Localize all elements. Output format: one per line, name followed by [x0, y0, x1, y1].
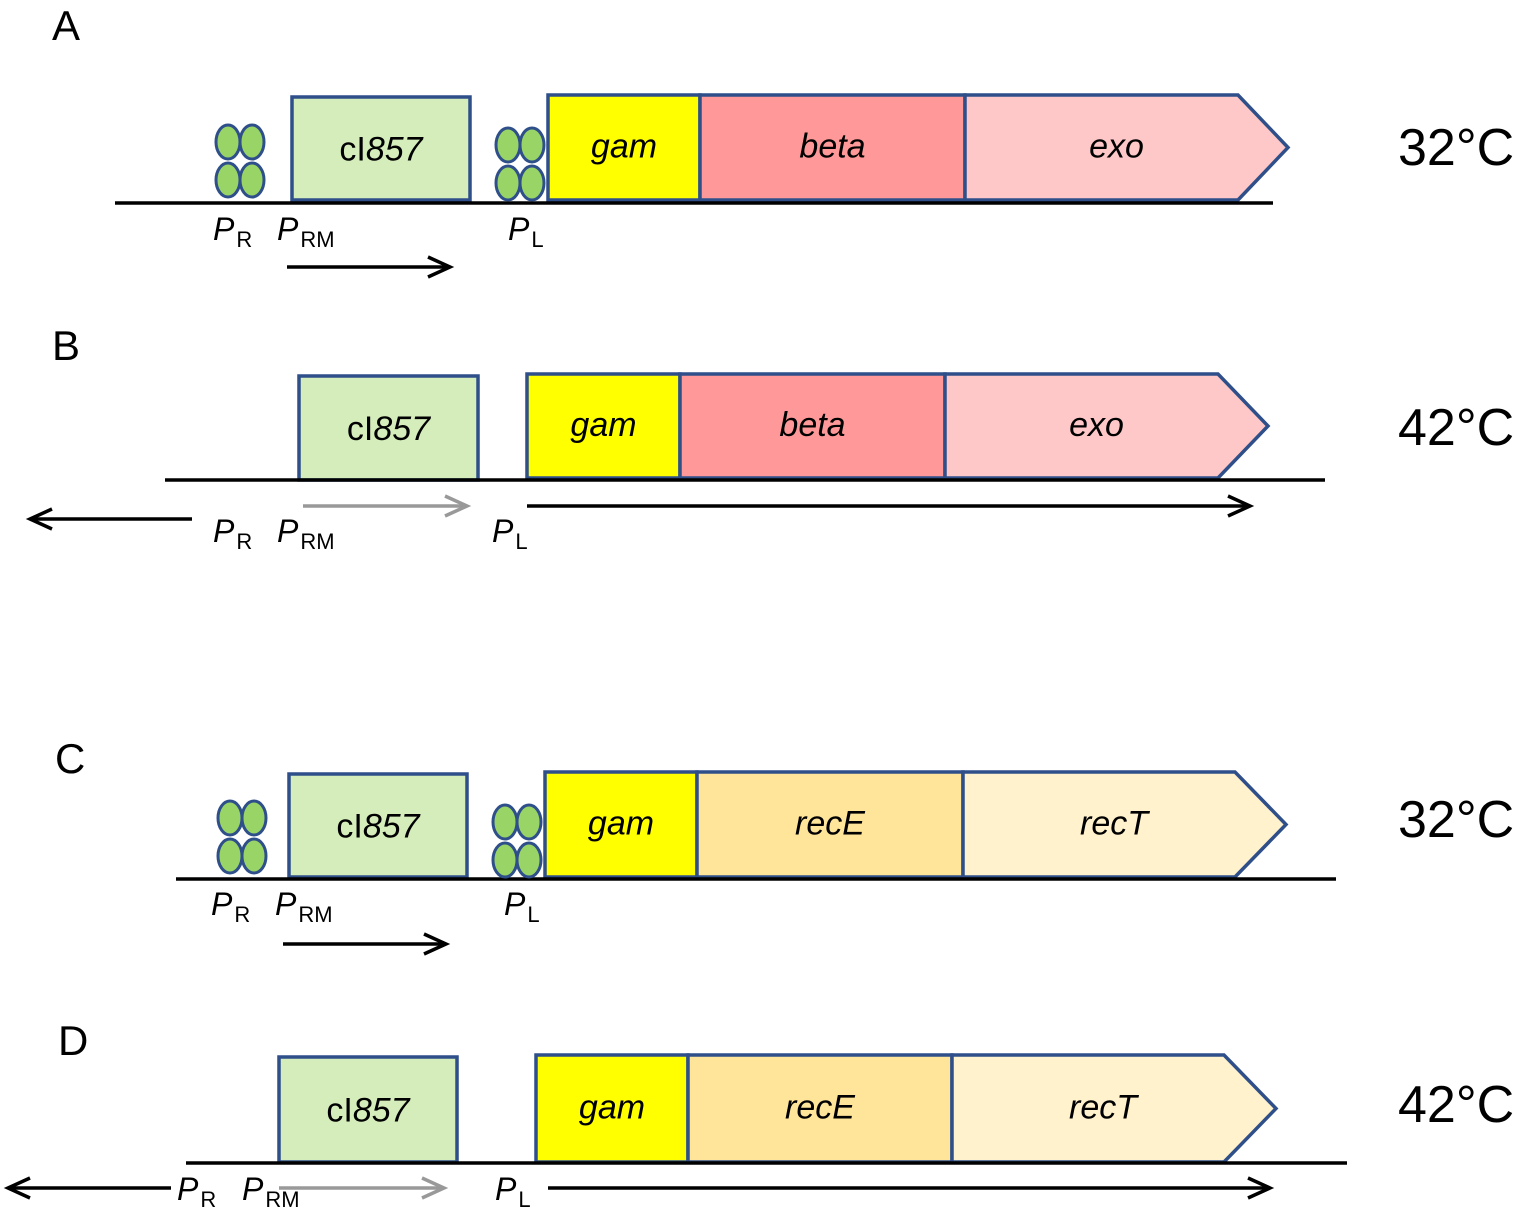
recE-gene-label: recE [785, 1089, 855, 1127]
arrowhead [1247, 1176, 1275, 1200]
panel-label: C [55, 735, 85, 782]
exo-gene-label: exo [1089, 128, 1144, 166]
gam-gene-label: gam [588, 805, 654, 843]
exo-gene-arrow [943, 372, 1271, 480]
repressor-subunit [216, 799, 244, 837]
recE-gene-box [695, 770, 965, 879]
panel-label: D [58, 1017, 88, 1064]
gam-gene-box [534, 1053, 690, 1164]
gam-gene-box [543, 770, 699, 879]
promoter-pl-label: PL [504, 886, 540, 927]
temperature-label: 32°C [1398, 791, 1514, 849]
promoter-prm-label: PRM [275, 886, 333, 927]
arrowhead [423, 932, 451, 956]
repressor-subunit [240, 799, 268, 837]
repressor-subunit [214, 123, 242, 161]
recT-gene-arrow [950, 1053, 1279, 1164]
ci-repressor-tetramer-icon [214, 123, 266, 199]
arrowhead [421, 1176, 449, 1200]
gam-gene-box [546, 93, 702, 202]
repressor-subunit [494, 164, 522, 202]
repressor-subunit [515, 803, 543, 841]
repressor-subunit [216, 837, 244, 875]
repressor-subunit [214, 161, 242, 199]
gam-gene-label: gam [570, 406, 636, 444]
arrowhead [444, 494, 472, 518]
gam-gene-label: gam [579, 1089, 645, 1127]
recE-gene-box [686, 1053, 954, 1164]
arrowhead [25, 507, 53, 531]
ci857-gene-label: cI857 [339, 131, 423, 169]
promoter-prm-label: PRM [242, 1171, 300, 1212]
panel-label: A [52, 2, 80, 49]
recT-gene-label: recT [1080, 805, 1150, 843]
ci857-gene-label: cI857 [347, 410, 431, 448]
repressor-subunit [238, 161, 266, 199]
arrowhead [1227, 494, 1255, 518]
repressor-subunit [494, 126, 522, 164]
ci-repressor-tetramer-icon [216, 799, 268, 875]
repressor-subunit [240, 837, 268, 875]
promoter-pr-label: PR [211, 886, 250, 927]
beta-gene-box [678, 372, 947, 480]
ci857-gene-label: cI857 [336, 808, 420, 846]
gam-gene-label: gam [591, 128, 657, 166]
beta-gene-box [698, 93, 967, 202]
ci857-gene-label: cI857 [326, 1092, 410, 1130]
temperature-label: 42°C [1398, 399, 1514, 457]
ci857-gene-box [290, 95, 472, 202]
gam-gene-box [525, 372, 682, 480]
repressor-subunit [491, 803, 519, 841]
promoter-pr-label: PR [213, 513, 252, 554]
promoter-pl-label: PL [508, 211, 544, 252]
promoter-pl-label: PL [492, 513, 528, 554]
promoter-pl-label: PL [495, 1171, 531, 1212]
recE-gene-label: recE [795, 805, 865, 843]
promoter-prm-label: PRM [277, 513, 335, 554]
exo-gene-label: exo [1069, 406, 1124, 444]
repressor-subunit [518, 164, 546, 202]
recT-gene-label: recT [1069, 1089, 1139, 1127]
recT-gene-arrow [961, 770, 1289, 879]
exo-gene-arrow [963, 93, 1291, 202]
temperature-label: 42°C [1398, 1076, 1514, 1134]
ci-repressor-tetramer-icon [494, 126, 546, 202]
repressor-subunit [238, 123, 266, 161]
repressor-subunit [518, 126, 546, 164]
ci857-gene-box [287, 772, 469, 879]
panel-d: D 42°C cI857 gam recE recT PR PRM PL [3, 1017, 1514, 1212]
arrowhead [3, 1176, 31, 1200]
repressor-subunit [515, 841, 543, 879]
promoter-pr-label: PR [177, 1171, 216, 1212]
arrowhead [427, 255, 455, 279]
beta-gene-label: beta [799, 128, 865, 166]
promoter-pr-label: PR [213, 211, 252, 252]
repressor-subunit [491, 841, 519, 879]
ci-repressor-tetramer-icon [491, 803, 543, 879]
panel-label: B [52, 322, 80, 369]
panel-c: C 32°C cI857 gam recE recT PR PRM PL [55, 735, 1514, 956]
beta-gene-label: beta [779, 406, 845, 444]
temperature-label: 32°C [1398, 119, 1514, 177]
promoter-prm-label: PRM [277, 211, 335, 252]
